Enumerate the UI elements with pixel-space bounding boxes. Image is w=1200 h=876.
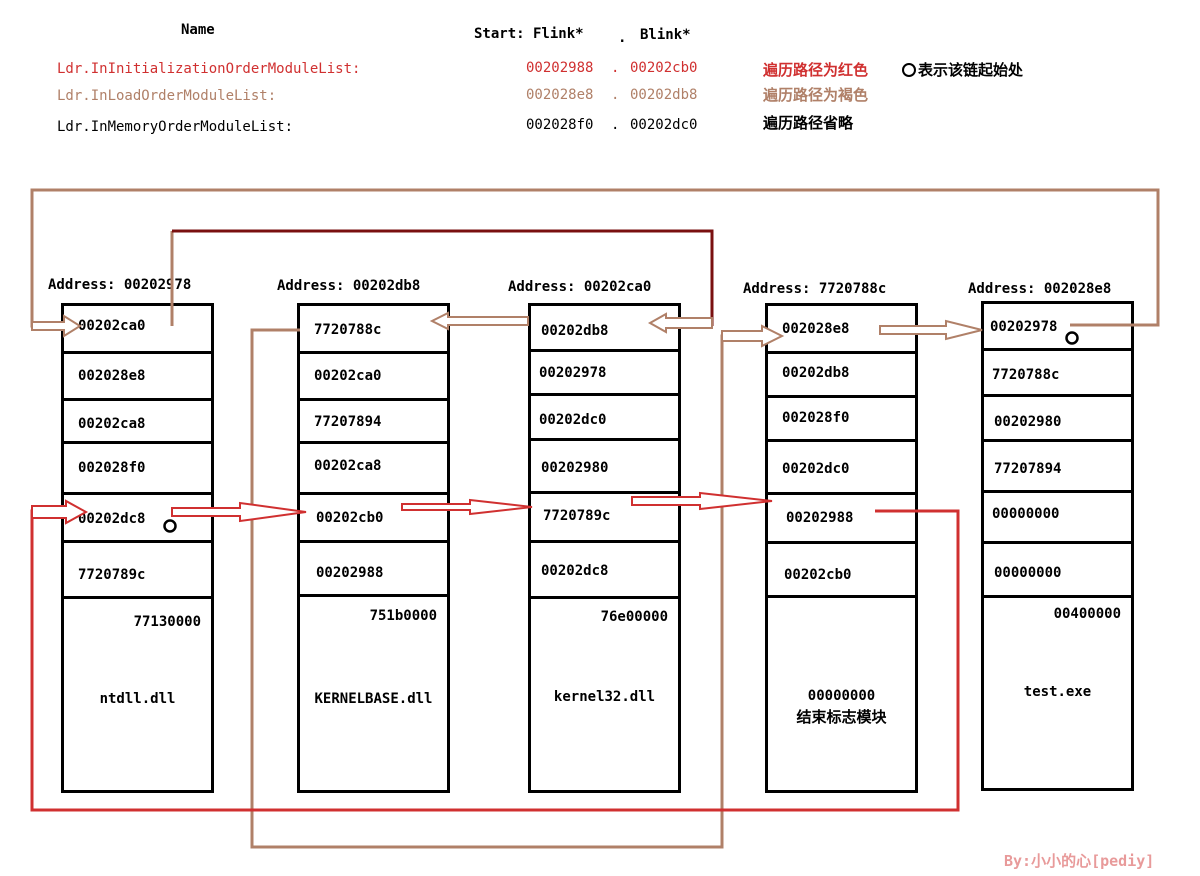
author-credit: By:小小的心[pediy] xyxy=(1004,852,1155,870)
init-order-flink: 00202988 xyxy=(526,60,594,76)
block-address-end-module: Address: 7720788c xyxy=(743,281,887,297)
load-order-path-note: 遍历路径为褐色 xyxy=(763,86,869,104)
cell-blink-memory: 00202980 xyxy=(541,460,609,476)
block-address-ntdll: Address: 00202978 xyxy=(48,277,192,293)
cell-blink-init: 00000000 xyxy=(994,565,1062,581)
module-block-kernel32: 00202db8 00202978 00202dc0 00202980 7720… xyxy=(528,303,681,793)
cell-blink-memory: 002028f0 xyxy=(78,460,146,476)
cell-flink-init: 00202988 xyxy=(786,510,854,526)
module-name: KERNELBASE.dll xyxy=(314,691,433,707)
cell-flink-memory: 00202980 xyxy=(994,414,1062,430)
module-block-ntdll: 00202ca0 002028e8 00202ca8 002028f0 0020… xyxy=(61,303,214,793)
module-block-test-exe: 00202978 7720788c 00202980 77207894 0000… xyxy=(981,301,1134,791)
module-name: test.exe xyxy=(1023,684,1092,700)
cell-flink-load: 7720788c xyxy=(314,322,382,338)
module-base-address: 751b0000 xyxy=(369,608,437,624)
block-address-test-exe: Address: 002028e8 xyxy=(968,281,1112,297)
load-order-separator: . xyxy=(611,87,620,103)
load-order-blink: 00202db8 xyxy=(630,87,698,103)
module-base-address: 77130000 xyxy=(133,614,201,630)
module-name: ntdll.dll xyxy=(99,691,176,707)
memory-order-separator: . xyxy=(611,117,620,133)
init-order-blink: 00202cb0 xyxy=(630,60,698,76)
column-header-start-flink: Start: Flink* xyxy=(474,26,584,42)
init-order-separator: . xyxy=(611,60,620,76)
cell-flink-memory: 77207894 xyxy=(314,414,382,430)
cell-flink-load: 00202db8 xyxy=(541,323,609,339)
module-block-end-marker: 002028e8 00202db8 002028f0 00202dc0 0020… xyxy=(765,303,918,793)
cell-flink-init: 00202cb0 xyxy=(316,510,384,526)
module-name: kernel32.dll xyxy=(553,689,656,705)
cell-flink-load: 002028e8 xyxy=(782,321,850,337)
column-header-name: Name xyxy=(181,22,215,38)
column-header-blink: Blink* xyxy=(640,27,691,43)
cell-flink-load: 00202978 xyxy=(990,319,1058,335)
module-block-kernelbase: 7720788c 00202ca0 77207894 00202ca8 0020… xyxy=(297,303,450,793)
cell-blink-load: 00202db8 xyxy=(782,365,850,381)
cell-blink-memory: 00202ca8 xyxy=(314,458,382,474)
cell-flink-load: 00202ca0 xyxy=(78,318,146,334)
cell-blink-init: 00202cb0 xyxy=(784,567,852,583)
block-address-kernelbase: Address: 00202db8 xyxy=(277,278,421,294)
cell-flink-init: 00202dc8 xyxy=(78,511,146,527)
cell-flink-init: 7720789c xyxy=(543,508,611,524)
cell-blink-load: 00202ca0 xyxy=(314,368,382,384)
block-address-kernel32: Address: 00202ca0 xyxy=(508,279,652,295)
cell-blink-init: 00202dc8 xyxy=(541,563,609,579)
cell-flink-memory: 002028f0 xyxy=(782,410,850,426)
module-base-address: 00400000 xyxy=(1053,606,1121,622)
load-order-flink: 002028e8 xyxy=(526,87,594,103)
module-base-address: 76e00000 xyxy=(600,609,668,625)
list-name-init-order: Ldr.InInitializationOrderModuleList: xyxy=(57,61,361,77)
cell-blink-init: 00202988 xyxy=(316,565,384,581)
list-name-memory-order: Ldr.InMemoryOrderModuleList: xyxy=(57,119,294,135)
chain-start-legend-text: 表示该链起始处 xyxy=(918,61,1024,79)
list-name-load-order: Ldr.InLoadOrderModuleList: xyxy=(57,88,277,104)
memory-order-blink: 00202dc0 xyxy=(630,117,698,133)
memory-order-flink: 002028f0 xyxy=(526,117,594,133)
cell-flink-init: 00000000 xyxy=(992,506,1060,522)
cell-flink-memory: 00202ca8 xyxy=(78,416,146,432)
cell-blink-load: 00202978 xyxy=(539,365,607,381)
cell-blink-init: 7720789c xyxy=(78,567,146,583)
module-name-secondary: 结束标志模块 xyxy=(796,708,887,726)
cell-blink-load: 7720788c xyxy=(992,367,1060,383)
cell-flink-memory: 00202dc0 xyxy=(539,412,607,428)
cell-blink-memory: 00202dc0 xyxy=(782,461,850,477)
column-header-separator: . xyxy=(618,30,627,46)
init-order-path-note: 遍历路径为红色 xyxy=(763,61,869,79)
cell-blink-memory: 77207894 xyxy=(994,461,1062,477)
cell-blink-load: 002028e8 xyxy=(78,368,146,384)
chain-start-circle-icon xyxy=(902,63,916,77)
memory-order-path-note: 遍历路径省略 xyxy=(763,114,854,132)
module-name: 00000000 xyxy=(807,688,876,704)
